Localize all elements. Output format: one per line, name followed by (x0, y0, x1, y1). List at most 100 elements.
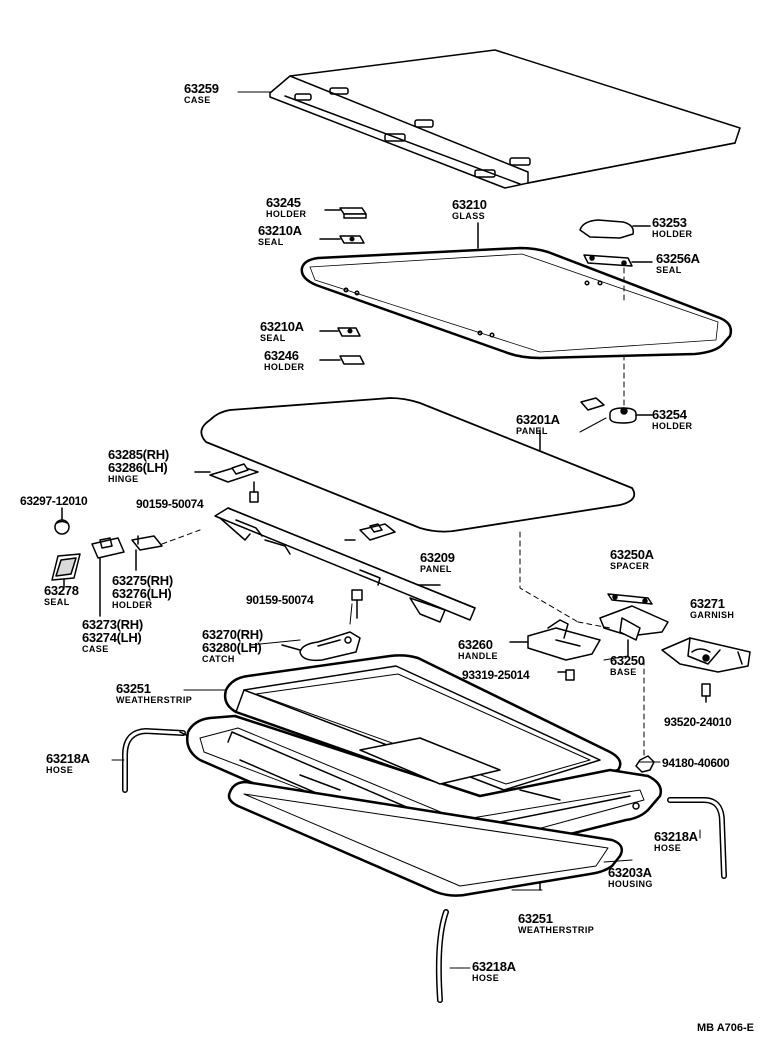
label-hose-right: 63218A HOSE (654, 830, 698, 853)
label-screw-93520: 93520-24010 (664, 714, 732, 730)
seal-63210a-mid-part (319, 327, 361, 337)
label-bolt-90159-top: 90159-50074 (136, 496, 204, 512)
label-housing: 63203A HOUSING (608, 866, 653, 889)
part-number: 93319-25014 (462, 668, 530, 682)
nut-94180-part (635, 659, 655, 773)
drawing-code: MB A706-E (696, 1022, 754, 1034)
label-weatherstrip-bottom: 63251 WEATHERSTRIP (518, 912, 594, 935)
label-holder-63275: 63275(RH) 63276(LH) HOLDER (112, 574, 173, 610)
part-number: 63218A (46, 751, 90, 766)
seal-63278-part (51, 553, 81, 589)
label-case-63273: 63273(RH) 63274(LH) CASE (82, 618, 143, 654)
part-number: 90159-50074 (246, 593, 314, 607)
label-seal-63210a-mid: 63210A SEAL (260, 320, 304, 343)
part-name: SEAL (44, 597, 70, 607)
part-name: SEAL (258, 237, 284, 247)
leader-lines (111, 91, 701, 969)
part-number: 93520-24010 (664, 715, 732, 729)
part-number: 63259 (184, 81, 219, 96)
part-name: WEATHERSTRIP (518, 925, 595, 935)
part-number: 63210A (258, 223, 302, 238)
label-nut-94180: 94180-40600 (662, 755, 730, 771)
part-name: HOSE (472, 973, 500, 983)
part-name: SPACER (610, 561, 650, 571)
bolt-90159-top-part (249, 481, 259, 503)
hose-right-part (667, 797, 727, 879)
part-name: HOLDER (652, 229, 693, 239)
part-number: 63201A (516, 412, 560, 427)
part-number: 63260 (458, 637, 493, 652)
part-number-lh: 63274(LH) (82, 630, 142, 645)
part-number: 63218A (654, 829, 698, 844)
part-number: 63251 (518, 911, 553, 926)
part-name: HOSE (654, 843, 682, 853)
part-number: 63210 (452, 197, 487, 212)
spacer-part (607, 593, 653, 605)
part-number: 90159-50074 (136, 497, 204, 511)
label-holder-63254: 63254 HOLDER (652, 408, 692, 431)
holder-63253-part (579, 219, 651, 239)
part-name: HOLDER (112, 600, 153, 610)
garnish-part (661, 637, 751, 673)
part-name: HOLDER (264, 362, 305, 372)
part-number-lh: 63276(LH) (112, 586, 172, 601)
label-case: 63259 CASE (184, 82, 219, 105)
part-number: 63218A (472, 959, 516, 974)
part-name: SEAL (656, 265, 682, 275)
catch-part (281, 631, 361, 662)
part-name: HANDLE (458, 651, 498, 661)
screw-93520-part (701, 683, 711, 703)
part-name: GLASS (452, 211, 486, 221)
part-number-lh: 63280(LH) (202, 640, 262, 655)
hose-left-part (122, 728, 189, 793)
part-name: GARNISH (690, 610, 735, 620)
label-seal-63278: 63278 SEAL (44, 584, 79, 607)
part-number: 94180-40600 (662, 756, 730, 770)
base-part (577, 605, 669, 657)
holder-63246-part (319, 355, 365, 365)
screw-93319-part (557, 669, 575, 681)
part-number: 63209 (420, 550, 455, 565)
seal-63210a-top-part (319, 235, 365, 244)
case-part (269, 49, 741, 189)
part-name: CATCH (202, 654, 235, 664)
label-seal-63256a: 63256A SEAL (656, 252, 700, 275)
label-holder-63253: 63253 HOLDER (652, 216, 692, 239)
part-number-rh: 63285(RH) (108, 447, 169, 462)
part-name: BASE (610, 667, 637, 677)
part-name: HOSE (46, 765, 74, 775)
part-number-rh: 63275(RH) (112, 573, 173, 588)
handle-part (509, 531, 601, 661)
part-name: CASE (82, 644, 109, 654)
label-weatherstrip-top: 63251 WEATHERSTRIP (116, 682, 192, 705)
panel-63201a-part (200, 397, 636, 533)
glass-part (300, 222, 733, 360)
case-63273-part (91, 537, 125, 617)
holder-63254-part (580, 354, 653, 424)
label-catch: 63270(RH) 63280(LH) CATCH (202, 628, 263, 664)
part-number-lh: 63286(LH) (108, 460, 168, 475)
bolt-63297-part (54, 507, 70, 535)
part-number: 63246 (264, 348, 299, 363)
hinge-part (194, 463, 259, 483)
seal-63256a-part (583, 254, 653, 301)
label-base: 63250 BASE (610, 654, 645, 677)
part-name: HINGE (108, 474, 139, 484)
holder-63275-part (131, 529, 201, 571)
label-handle: 63260 HANDLE (458, 638, 498, 661)
part-number: 63254 (652, 407, 687, 422)
part-number-rh: 63273(RH) (82, 617, 143, 632)
part-name: HOUSING (608, 879, 653, 889)
label-screw-93319: 93319-25014 (462, 667, 530, 683)
label-glass: 63210 GLASS (452, 198, 487, 221)
label-holder-63246: 63246 HOLDER (264, 349, 304, 372)
label-hinge: 63285(RH) 63286(LH) HINGE (108, 448, 169, 484)
hose-bottom-part (435, 909, 449, 1003)
part-number: 63256A (656, 251, 700, 266)
part-number: 63271 (690, 596, 725, 611)
label-spacer: 63250A SPACER (610, 548, 654, 571)
panel-63209-part (214, 507, 476, 623)
part-name: SEAL (260, 333, 286, 343)
bolt-90159-mid-part (351, 589, 363, 619)
